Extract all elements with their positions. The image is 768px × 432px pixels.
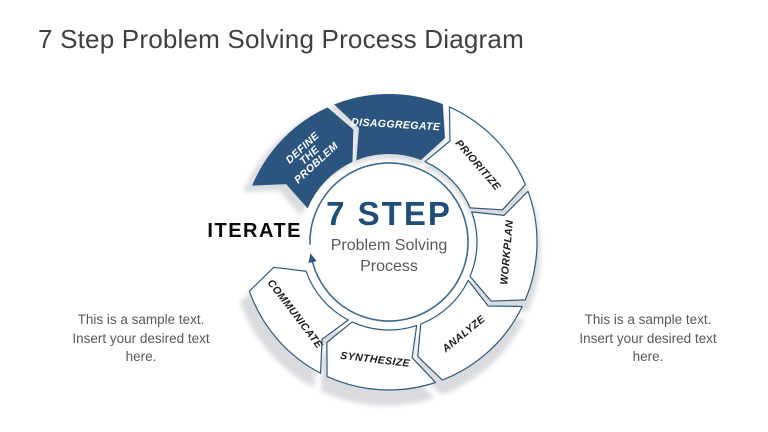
ring-segments bbox=[248, 93, 538, 391]
sample-text-left-line1: This is a sample text. bbox=[77, 312, 205, 327]
segment-label-workplan: WORKPLAN bbox=[498, 219, 516, 285]
sample-text-right: This is a sample text. Insert your desir… bbox=[543, 311, 753, 367]
segment-disaggregate bbox=[334, 93, 445, 161]
sample-text-right-line2: Insert your desired text bbox=[579, 330, 717, 346]
segment-synthesize bbox=[326, 321, 437, 391]
segment-workplan bbox=[469, 190, 538, 302]
sample-text-left-line3: here. bbox=[125, 349, 157, 365]
segment-prioritize bbox=[424, 106, 527, 211]
sample-text-left: This is a sample text. Insert your desir… bbox=[36, 311, 246, 367]
segment-communicate bbox=[248, 266, 349, 374]
segment-define-the-problem bbox=[252, 107, 354, 209]
segment-label-disaggregate: DISAGGREGATE bbox=[351, 116, 441, 133]
iterate-label: ITERATE bbox=[207, 220, 302, 242]
iteration-arrow-circle bbox=[309, 162, 469, 322]
sample-text-right-line3: here. bbox=[632, 349, 664, 365]
sample-text-left-line2: Insert your desired text bbox=[72, 330, 210, 346]
segment-analyze bbox=[417, 279, 523, 381]
slide-title: 7 Step Problem Solving Process Diagram bbox=[38, 24, 524, 54]
sample-text-right-line1: This is a sample text. bbox=[584, 312, 712, 327]
iteration-arrowhead-icon bbox=[308, 253, 317, 264]
